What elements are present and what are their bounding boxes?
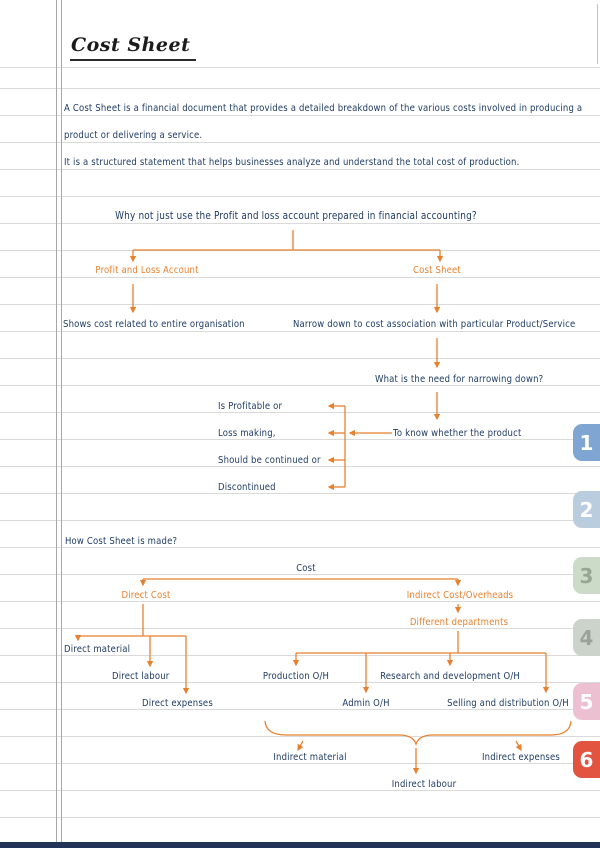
margin-line-outer xyxy=(56,0,57,842)
page-tab-6-label: 6 xyxy=(579,747,594,772)
outcome-item-2: Loss making, xyxy=(218,428,276,439)
indirect-item-material: Indirect material xyxy=(273,752,347,763)
outcome-item-4: Discontinued xyxy=(218,482,276,493)
direct-item-material: Direct material xyxy=(64,644,131,655)
overhead-item-production: Production O/H xyxy=(262,671,330,682)
indirect-item-labour: Indirect labour xyxy=(391,779,457,790)
page-tab-1-label: 1 xyxy=(579,430,594,455)
intro-line-1: A Cost Sheet is a financial document tha… xyxy=(64,103,583,114)
overhead-item-admin: Admin O/H xyxy=(342,698,390,709)
page-tab-1[interactable]: 1 xyxy=(573,424,600,461)
outcome-item-1: Is Profitable or xyxy=(218,401,283,412)
page-tab-5[interactable]: 5 xyxy=(573,683,600,720)
cost-sheet-description: Narrow down to cost association with par… xyxy=(293,319,576,330)
page-tab-5-label: 5 xyxy=(579,689,594,714)
cost-root-label: Cost xyxy=(296,563,316,574)
page-tab-3[interactable]: 3 xyxy=(573,557,600,594)
outcome-item-3: Should be continued or xyxy=(218,455,321,466)
overhead-item-selling: Selling and distribution O/H xyxy=(447,698,569,709)
intro-line-3: It is a structured statement that helps … xyxy=(64,157,520,168)
profit-loss-description: Shows cost related to entire organisatio… xyxy=(63,319,245,330)
page-tab-4-label: 4 xyxy=(579,625,594,650)
page-tab-2[interactable]: 2 xyxy=(573,491,600,528)
page-tab-4[interactable]: 4 xyxy=(573,619,600,656)
notebook-rule-line-top xyxy=(0,67,600,68)
indirect-item-expenses: Indirect expenses xyxy=(481,752,561,763)
how-made-question: How Cost Sheet is made? xyxy=(65,536,178,547)
overhead-item-rnd: Research and development O/H xyxy=(380,671,520,682)
direct-cost-label: Direct Cost xyxy=(121,590,171,601)
narrowing-answer: To know whether the product xyxy=(393,428,522,439)
page-tab-6[interactable]: 6 xyxy=(573,741,600,778)
page-edge-line xyxy=(597,4,598,64)
direct-item-labour: Direct labour xyxy=(112,671,170,682)
narrowing-question: What is the need for narrowing down? xyxy=(375,374,544,385)
indirect-cost-label: Indirect Cost/Overheads xyxy=(406,590,514,601)
page-title: Cost Sheet xyxy=(70,34,197,61)
departments-label: Different departments xyxy=(409,617,509,628)
notebook-rule-lines xyxy=(0,62,600,819)
margin-line-inner xyxy=(61,0,62,842)
page-bottom-edge xyxy=(0,842,600,848)
direct-item-expenses: Direct expenses xyxy=(142,698,213,709)
profit-loss-account-label: Profit and Loss Account xyxy=(95,265,199,276)
cost-sheet-label: Cost Sheet xyxy=(413,265,461,276)
page-tab-2-label: 2 xyxy=(579,497,594,522)
main-question: Why not just use the Profit and loss acc… xyxy=(115,210,477,222)
page-tab-3-label: 3 xyxy=(579,563,594,588)
intro-line-2: product or delivering a service. xyxy=(64,130,203,141)
